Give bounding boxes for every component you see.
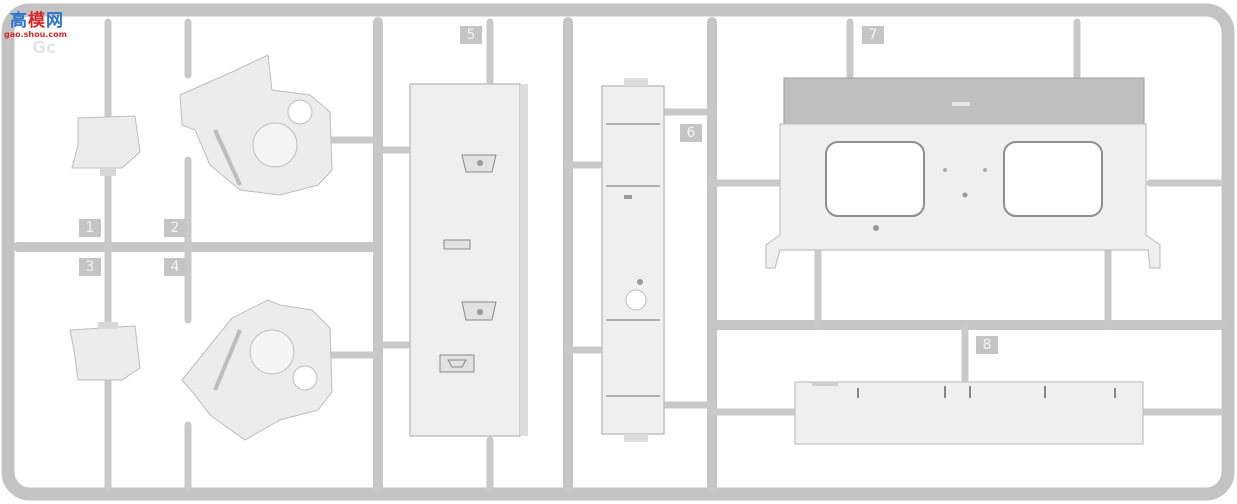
part-3 (69, 322, 141, 381)
part-number-3: 3 (79, 258, 101, 276)
gates (104, 18, 1224, 492)
part-4 (181, 299, 333, 441)
part-7 (765, 77, 1161, 269)
part-number-7: 7 (862, 26, 884, 44)
part-1 (71, 115, 141, 176)
watermark-brand: 高模网 (10, 11, 64, 31)
part-2 (179, 54, 333, 196)
watermark-url: gao.shou.com (4, 30, 67, 39)
part-8 (794, 381, 1144, 445)
part-6 (601, 78, 665, 442)
watermark-logo: 高模网 gao.shou.com (4, 6, 76, 46)
part-number-8: 8 (976, 336, 998, 354)
part-number-6: 6 (680, 124, 702, 142)
outer-frame (1, 3, 1235, 501)
part-number-4: 4 (164, 258, 186, 276)
part-number-1: 1 (79, 219, 101, 237)
part-5 (409, 83, 528, 437)
part-number-5: 5 (460, 26, 482, 44)
sprue-letter: Gc (32, 38, 57, 58)
part-number-2: 2 (164, 219, 186, 237)
